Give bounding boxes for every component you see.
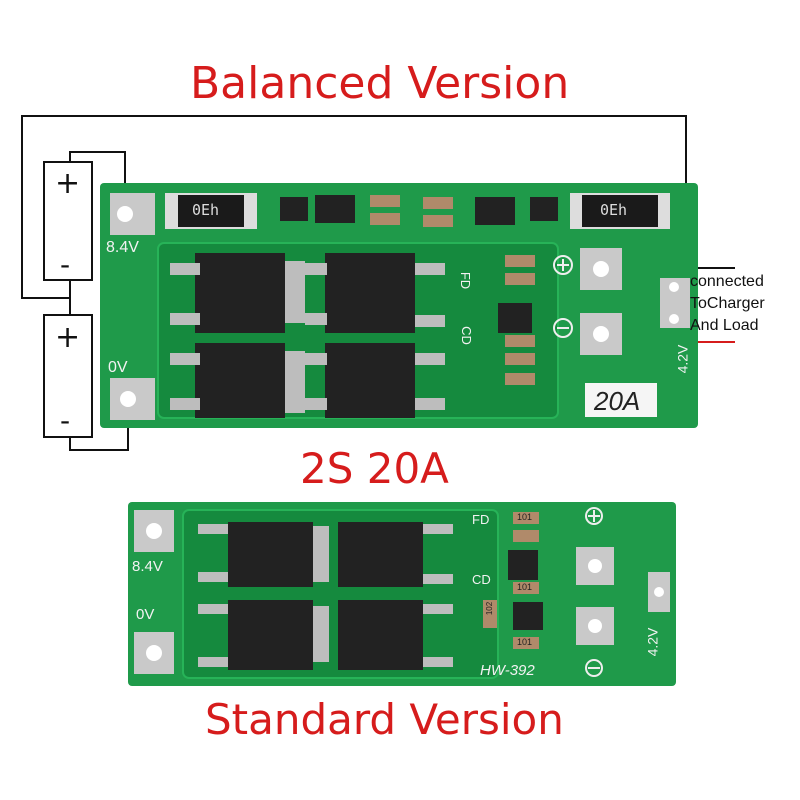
std-label-8-4v: 8.4V <box>132 558 163 575</box>
label-cd: CD <box>458 326 474 345</box>
title-2s-20a: 2S 20A <box>300 444 449 493</box>
chip-label-a: 101 <box>517 512 533 522</box>
mosfet-2 <box>325 253 415 333</box>
balanced-pcb-board: 0Eh 0Eh 8.4V 0V FD CD 4.2V 20A <box>100 183 698 428</box>
battery-bottom-icon <box>43 314 93 438</box>
label-8-4v: 8.4V <box>106 239 139 256</box>
annotation-line-3: And Load <box>690 317 759 334</box>
std-label-cd: CD <box>472 572 491 587</box>
mosfet-7 <box>228 600 313 670</box>
std-label-4-2v: 4.2V <box>644 627 661 657</box>
mosfet-8 <box>338 600 423 670</box>
resistor-right-label: 0Eh <box>600 201 628 219</box>
battery-bottom-plus: + <box>55 320 81 355</box>
resistor-left-label: 0Eh <box>192 201 220 219</box>
label-fd: FD <box>458 271 474 290</box>
title-balanced-version: Balanced Version <box>190 58 570 109</box>
chip-label-d: 101 <box>517 637 533 647</box>
chip-label-c: 101 <box>517 582 533 592</box>
standard-pcb-board: 8.4V 0V FD CD HW-392 4.2V 101 102 101 10… <box>128 502 676 686</box>
battery-bottom-minus: - <box>60 404 71 437</box>
label-20a: 20A <box>594 386 641 416</box>
battery-top-minus: - <box>60 248 71 281</box>
std-label-0v: 0V <box>136 606 155 623</box>
mosfet-6 <box>338 522 423 587</box>
annotation-line-1: connected <box>690 273 764 290</box>
chip-label-b: 102 <box>485 601 495 616</box>
mosfet-3 <box>195 343 285 418</box>
battery-top-plus: + <box>55 166 81 201</box>
battery-top-icon <box>43 161 93 281</box>
annotation-line-2: ToCharger <box>690 295 765 312</box>
std-label-model: HW-392 <box>480 662 535 679</box>
label-4-2v: 4.2V <box>674 344 691 374</box>
mosfet-5 <box>228 522 313 587</box>
label-0v: 0V <box>108 359 128 376</box>
title-standard-version: Standard Version <box>205 695 564 744</box>
std-label-fd: FD <box>472 512 490 527</box>
mosfet-1 <box>195 253 285 333</box>
mosfet-4 <box>325 343 415 418</box>
